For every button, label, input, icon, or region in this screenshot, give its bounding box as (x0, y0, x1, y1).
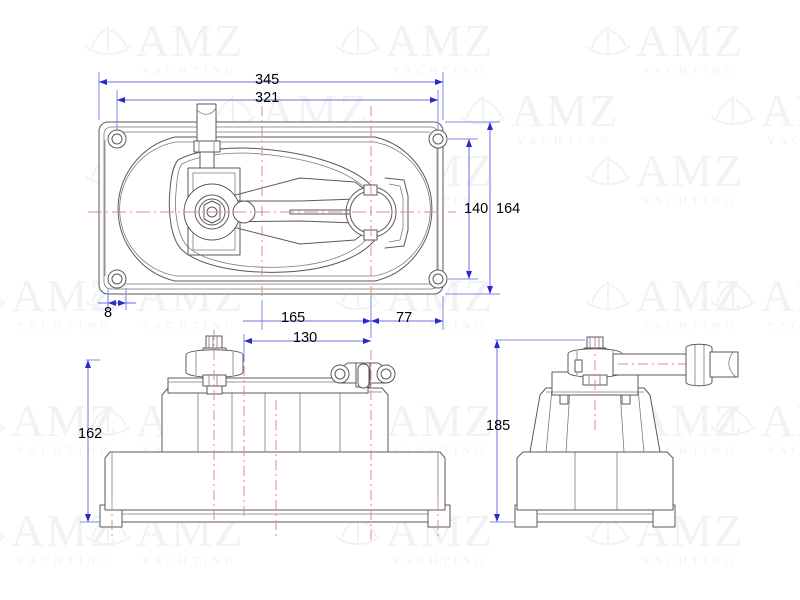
side-view-dimensions (490, 339, 585, 523)
top-view-geometry (88, 103, 456, 318)
top-view-dimensions (98, 72, 500, 338)
front-view-dimensions (80, 334, 371, 523)
mounting-hole-top-left (107, 129, 127, 149)
handle-arm-side (612, 343, 739, 387)
clamp-assembly-front (330, 362, 396, 389)
front-view-geometry (99, 330, 451, 540)
mounting-hole-bottom-left (107, 269, 127, 289)
mounting-hole-top-right (428, 129, 448, 149)
handle-shaft-top (193, 103, 221, 169)
mounting-hole-bottom-right (428, 269, 448, 289)
side-view-geometry (514, 336, 739, 528)
handle-assembly-front (185, 335, 244, 395)
